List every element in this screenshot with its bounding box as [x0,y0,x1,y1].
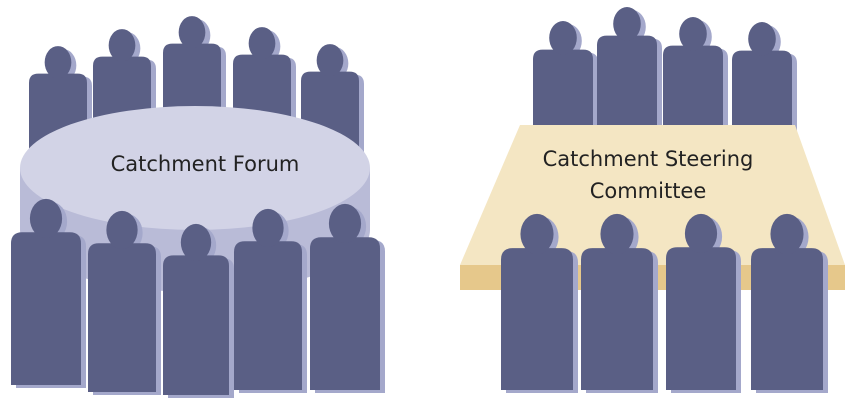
steering-label-line-2: Committee [589,179,707,203]
person-silhouette-icon [88,210,161,395]
person-silhouette-icon [163,223,234,398]
round-table-top [20,106,370,230]
person-silhouette-icon [751,213,828,393]
person-silhouette-icon [501,213,578,393]
steering-back-row [533,7,797,146]
person-silhouette-icon [597,7,662,136]
person-silhouette-icon [11,198,86,388]
forum-front-row [11,198,385,398]
catchment-steering-committee-label: Catchment Steering Committee [498,143,798,207]
person-silhouette-icon [234,208,307,393]
person-silhouette-icon [666,213,741,393]
steering-front-row [501,213,828,393]
person-silhouette-icon [310,203,385,393]
person-silhouette-icon [581,213,658,393]
person-silhouette-icon [533,21,598,145]
person-silhouette-icon [732,22,797,146]
catchment-forum-label: Catchment Forum [110,152,300,176]
steering-label-line-1: Catchment Steering [542,147,754,171]
person-silhouette-icon [663,17,728,141]
